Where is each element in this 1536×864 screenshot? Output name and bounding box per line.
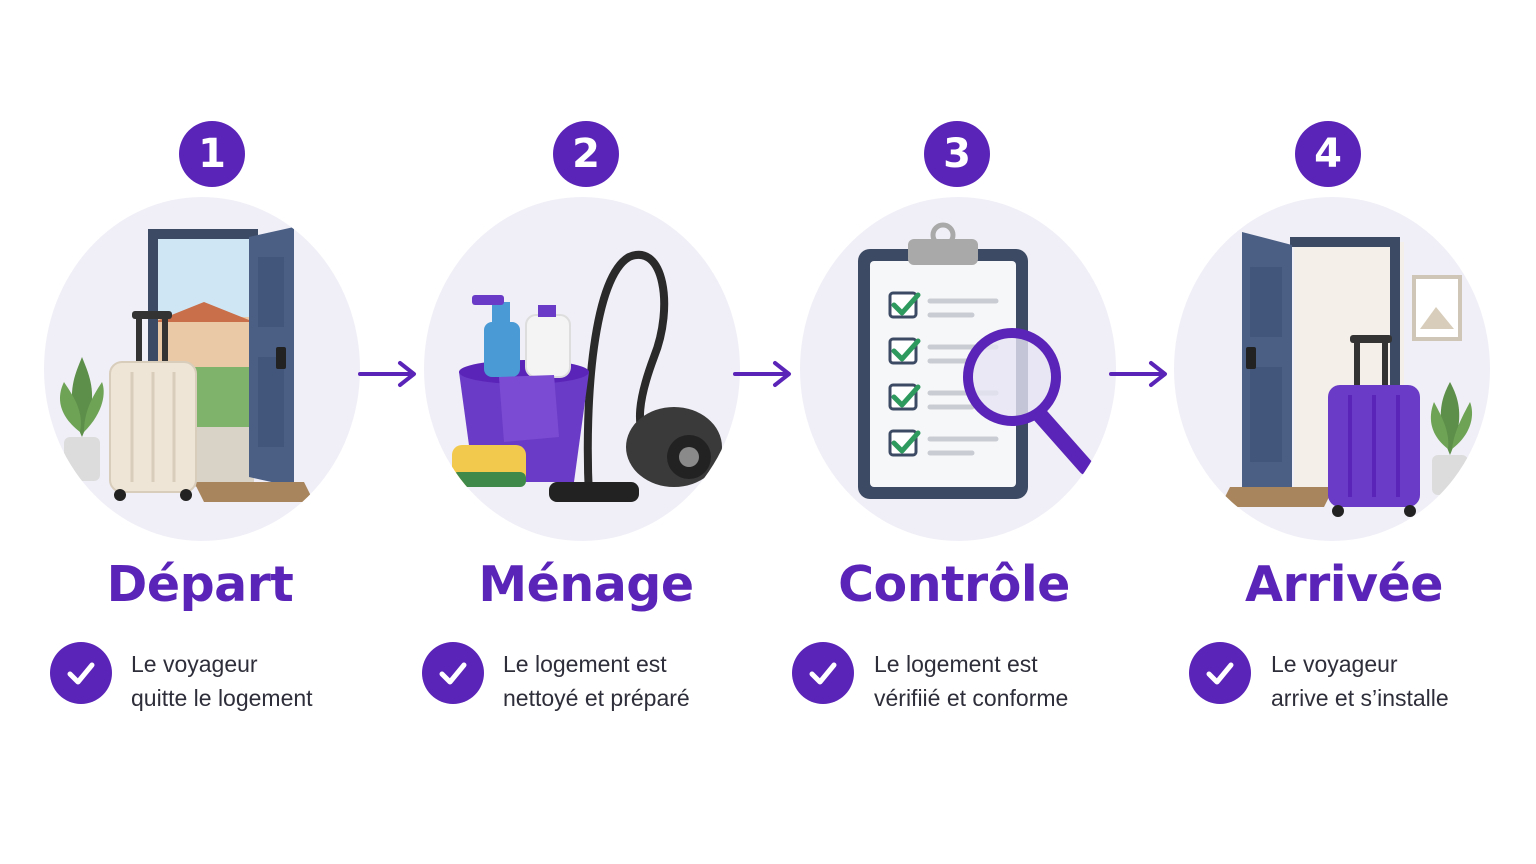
door-suitcase-icon: [1220, 232, 1473, 517]
check-icon: [50, 642, 112, 704]
step-number-badge: 2: [553, 121, 619, 187]
check-icon: [792, 642, 854, 704]
step-number-badge: 1: [179, 121, 245, 187]
check-icon: [1189, 642, 1251, 704]
arrow-right-icon: [733, 361, 791, 387]
step-cleaning: 2 Ménage L: [380, 0, 760, 864]
cleaning-supplies-icon: [452, 250, 722, 502]
step-number-badge: 3: [924, 121, 990, 187]
step-departure: 1: [0, 0, 380, 864]
checklist-magnifier-icon: [858, 222, 1094, 499]
arrival-illustration: [1174, 197, 1490, 541]
step-title: Ménage: [478, 556, 694, 613]
step-arrival: 4: [1140, 0, 1520, 864]
step-inspection: 3: [760, 0, 1140, 864]
cleaning-illustration: [424, 197, 740, 541]
step-title: Départ: [106, 556, 294, 613]
check-icon: [422, 642, 484, 704]
door-suitcase-icon: [59, 227, 314, 502]
arrow-right-icon: [1109, 361, 1167, 387]
arrow-right-icon: [358, 361, 416, 387]
step-title: Arrivée: [1245, 556, 1443, 613]
inspection-illustration: [800, 197, 1116, 541]
step-number-badge: 4: [1295, 121, 1361, 187]
departure-illustration: [44, 197, 360, 541]
step-title: Contrôle: [838, 556, 1070, 613]
